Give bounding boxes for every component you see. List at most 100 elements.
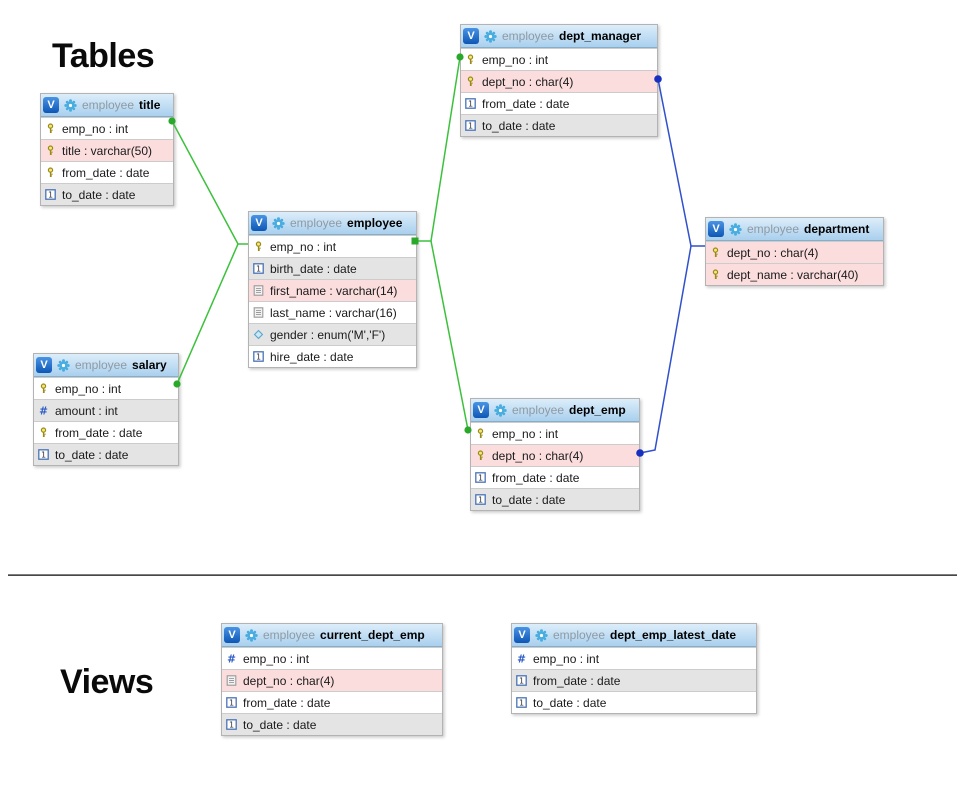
column-text: dept_name : varchar(40) — [727, 267, 859, 282]
key-icon — [38, 383, 49, 394]
column-row: last_name : varchar(16) — [249, 301, 416, 323]
column-text: from_date : date — [533, 673, 621, 688]
key-icon — [475, 450, 486, 461]
column-row: emp_no : int — [461, 48, 657, 70]
column-row: to_date : date — [512, 691, 756, 713]
gear-icon — [272, 217, 285, 230]
text-type-icon — [253, 285, 264, 296]
entity-salary[interactable]: V employee salary emp_no : int amount : … — [33, 353, 179, 466]
column-text: emp_no : int — [62, 121, 129, 136]
column-row: emp_no : int — [34, 377, 178, 399]
column-text: from_date : date — [482, 96, 570, 111]
table-name: dept_emp — [569, 403, 626, 417]
column-row: amount : int — [34, 399, 178, 421]
schema-name: employee — [290, 216, 343, 230]
gear-icon — [64, 99, 77, 112]
gear-icon — [484, 30, 497, 43]
date-type-icon — [516, 697, 527, 708]
gear-icon — [57, 359, 70, 372]
numeric-type-icon — [226, 653, 237, 664]
column-row: emp_no : int — [222, 647, 442, 669]
entity-current-dept-emp[interactable]: V employee current_dept_emp emp_no : int… — [221, 623, 443, 736]
schema-name: employee — [512, 403, 565, 417]
column-row: birth_date : date — [249, 257, 416, 279]
column-row: dept_no : char(4) — [706, 241, 883, 263]
table-name: dept_emp_latest_date — [610, 628, 737, 642]
column-text: emp_no : int — [492, 426, 559, 441]
column-row: dept_no : char(4) — [461, 70, 657, 92]
entity-header[interactable]: V employee current_dept_emp — [222, 624, 442, 647]
column-text: to_date : date — [482, 118, 556, 133]
column-text: to_date : date — [55, 447, 129, 462]
key-icon — [475, 428, 486, 439]
view-badge-icon: V — [224, 627, 240, 643]
column-row: hire_date : date — [249, 345, 416, 367]
entity-header[interactable]: V employee department — [706, 218, 883, 241]
schema-name: employee — [747, 222, 800, 236]
column-row: to_date : date — [471, 488, 639, 510]
column-row: from_date : date — [471, 466, 639, 488]
enum-type-icon — [253, 329, 264, 340]
table-name: title — [139, 98, 161, 112]
entity-department[interactable]: V employee department dept_no : char(4) … — [705, 217, 884, 286]
key-icon — [253, 241, 264, 252]
column-row: to_date : date — [34, 443, 178, 465]
entity-header[interactable]: V employee dept_emp_latest_date — [512, 624, 756, 647]
entity-dept-manager[interactable]: V employee dept_manager emp_no : int dep… — [460, 24, 658, 137]
key-icon — [45, 145, 56, 156]
column-row: dept_no : char(4) — [471, 444, 639, 466]
key-icon — [465, 76, 476, 87]
column-row: first_name : varchar(14) — [249, 279, 416, 301]
column-row: from_date : date — [512, 669, 756, 691]
text-type-icon — [226, 675, 237, 686]
view-badge-icon: V — [708, 221, 724, 237]
column-text: amount : int — [55, 403, 118, 418]
column-text: last_name : varchar(16) — [270, 305, 397, 320]
column-row: to_date : date — [461, 114, 657, 136]
entity-header[interactable]: V employee dept_emp — [471, 399, 639, 422]
entity-dept-emp[interactable]: V employee dept_emp emp_no : int dept_no… — [470, 398, 640, 511]
column-text: from_date : date — [55, 425, 143, 440]
date-type-icon — [45, 189, 56, 200]
column-text: from_date : date — [243, 695, 331, 710]
date-type-icon — [516, 675, 527, 686]
view-badge-icon: V — [43, 97, 59, 113]
entity-dept-emp-latest-date[interactable]: V employee dept_emp_latest_date emp_no :… — [511, 623, 757, 714]
column-row: from_date : date — [41, 161, 173, 183]
column-row: to_date : date — [41, 183, 173, 205]
key-icon — [45, 123, 56, 134]
date-type-icon — [465, 120, 476, 131]
table-name: dept_manager — [559, 29, 642, 43]
column-row: dept_name : varchar(40) — [706, 263, 883, 285]
column-row: from_date : date — [222, 691, 442, 713]
column-row: emp_no : int — [471, 422, 639, 444]
table-name: current_dept_emp — [320, 628, 425, 642]
entity-header[interactable]: V employee employee — [249, 212, 416, 235]
column-text: to_date : date — [533, 695, 607, 710]
entity-header[interactable]: V employee dept_manager — [461, 25, 657, 48]
entity-header[interactable]: V employee title — [41, 94, 173, 117]
table-name: department — [804, 222, 870, 236]
column-text: hire_date : date — [270, 349, 354, 364]
view-badge-icon: V — [36, 357, 52, 373]
column-row: emp_no : int — [41, 117, 173, 139]
view-badge-icon: V — [473, 402, 489, 418]
schema-name: employee — [553, 628, 606, 642]
column-row: gender : enum('M','F') — [249, 323, 416, 345]
column-row: emp_no : int — [512, 647, 756, 669]
column-text: gender : enum('M','F') — [270, 327, 386, 342]
key-icon — [710, 269, 721, 280]
date-type-icon — [475, 472, 486, 483]
entity-header[interactable]: V employee salary — [34, 354, 178, 377]
numeric-type-icon — [38, 405, 49, 416]
column-text: emp_no : int — [55, 381, 122, 396]
date-type-icon — [253, 351, 264, 362]
entity-employee[interactable]: V employee employee emp_no : int birth_d… — [248, 211, 417, 368]
entity-title[interactable]: V employee title emp_no : int title : va… — [40, 93, 174, 206]
column-row: emp_no : int — [249, 235, 416, 257]
view-badge-icon: V — [514, 627, 530, 643]
numeric-type-icon — [516, 653, 527, 664]
schema-name: employee — [502, 29, 555, 43]
table-name: employee — [347, 216, 403, 230]
column-row: dept_no : char(4) — [222, 669, 442, 691]
